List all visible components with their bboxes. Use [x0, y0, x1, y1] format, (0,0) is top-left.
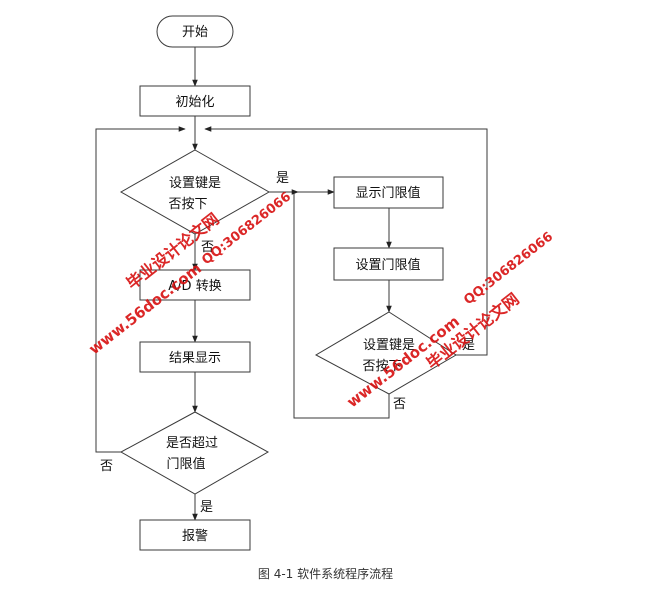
q1-label-line1: 设置键是 — [169, 176, 221, 191]
q3-yes-label: 是 — [200, 500, 213, 515]
set-limit-box — [333, 247, 444, 281]
q1-label-line2: 否按下 — [168, 197, 207, 212]
start-terminal — [156, 15, 234, 48]
q1-no-label: 否 — [201, 240, 214, 255]
edge-q3-no-loop — [95, 126, 186, 453]
ad-box — [139, 269, 251, 301]
q1-diamond — [119, 149, 271, 235]
q2-label-line1: 设置键是 — [363, 338, 415, 353]
q1-yes-label: 是 — [276, 171, 289, 186]
figure-caption: 图 4-1 软件系统程序流程 — [257, 567, 394, 581]
start-label: 开始 — [182, 25, 208, 40]
result-label: 结果显示 — [169, 351, 221, 366]
alarm-box — [139, 519, 251, 551]
init-box — [139, 85, 251, 117]
q3-label-line1: 是否超过 — [166, 436, 218, 451]
set-limit-label: 设置门限值 — [355, 257, 420, 273]
show-limit-label: 显示门限值 — [355, 185, 420, 201]
q3-diamond — [119, 411, 270, 495]
show-limit-box — [333, 176, 444, 209]
result-box — [139, 341, 251, 373]
q2-label-line2: 否按下 — [362, 359, 401, 374]
q2-yes-label: 是 — [462, 338, 475, 353]
ad-label: A/D 转换 — [168, 279, 221, 294]
q2-no-label: 否 — [393, 397, 406, 412]
edge-q2-yes-loop — [204, 126, 488, 356]
q2-diamond — [314, 311, 457, 395]
q3-no-label: 否 — [100, 459, 113, 474]
q3-label-line2: 门限值 — [166, 456, 205, 472]
alarm-label: 报警 — [182, 528, 208, 544]
edge-q2-no-loop — [291, 189, 390, 419]
init-label: 初始化 — [175, 95, 214, 110]
